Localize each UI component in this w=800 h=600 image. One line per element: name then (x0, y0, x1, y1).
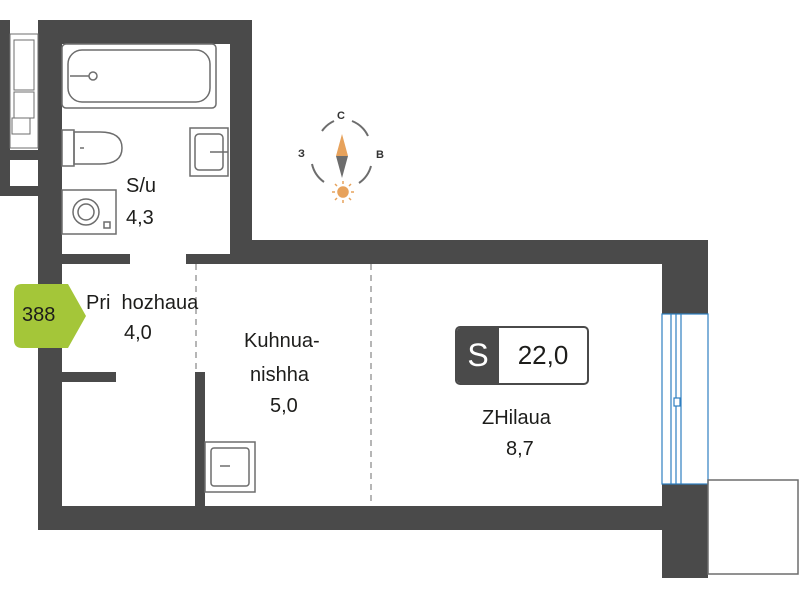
total-area-badge: S 22,0 (455, 326, 589, 385)
living-room-area: 8,7 (506, 438, 534, 460)
total-area-value: 22,0 (517, 340, 569, 370)
apartment-number: 388 (22, 304, 56, 326)
sun-icon (332, 181, 354, 203)
compass-needle-north (336, 134, 348, 156)
washing-machine (61, 189, 117, 235)
kitchen-name-line1: Kuhnua- (244, 330, 320, 352)
living-room-name: ZHilaua (482, 407, 551, 429)
compass-west-label: З (298, 148, 305, 160)
left-window-column (9, 33, 39, 149)
compass-north-label: С (337, 110, 345, 122)
compass-east-label: В (376, 149, 384, 161)
sink-kitchen (204, 441, 256, 493)
compass-needle-south (336, 156, 348, 178)
hallway-area: 4,0 (124, 322, 152, 344)
kitchen-area: 5,0 (270, 395, 298, 417)
balcony (707, 479, 799, 575)
kitchen-name-line2: nishha (250, 364, 309, 386)
zone-separators (195, 264, 372, 506)
bathroom-area: 4,3 (126, 207, 154, 229)
compass (311, 120, 372, 203)
toilet (61, 129, 123, 167)
apartment-badge-shape (14, 284, 86, 348)
bathroom-name: S/u (126, 175, 157, 197)
area-letter: S (457, 328, 499, 383)
sink-bathroom (189, 127, 229, 177)
hallway-name: Pri hozhаua (86, 292, 199, 314)
walls (0, 20, 708, 578)
living-window (661, 313, 709, 485)
bathtub (61, 43, 217, 109)
